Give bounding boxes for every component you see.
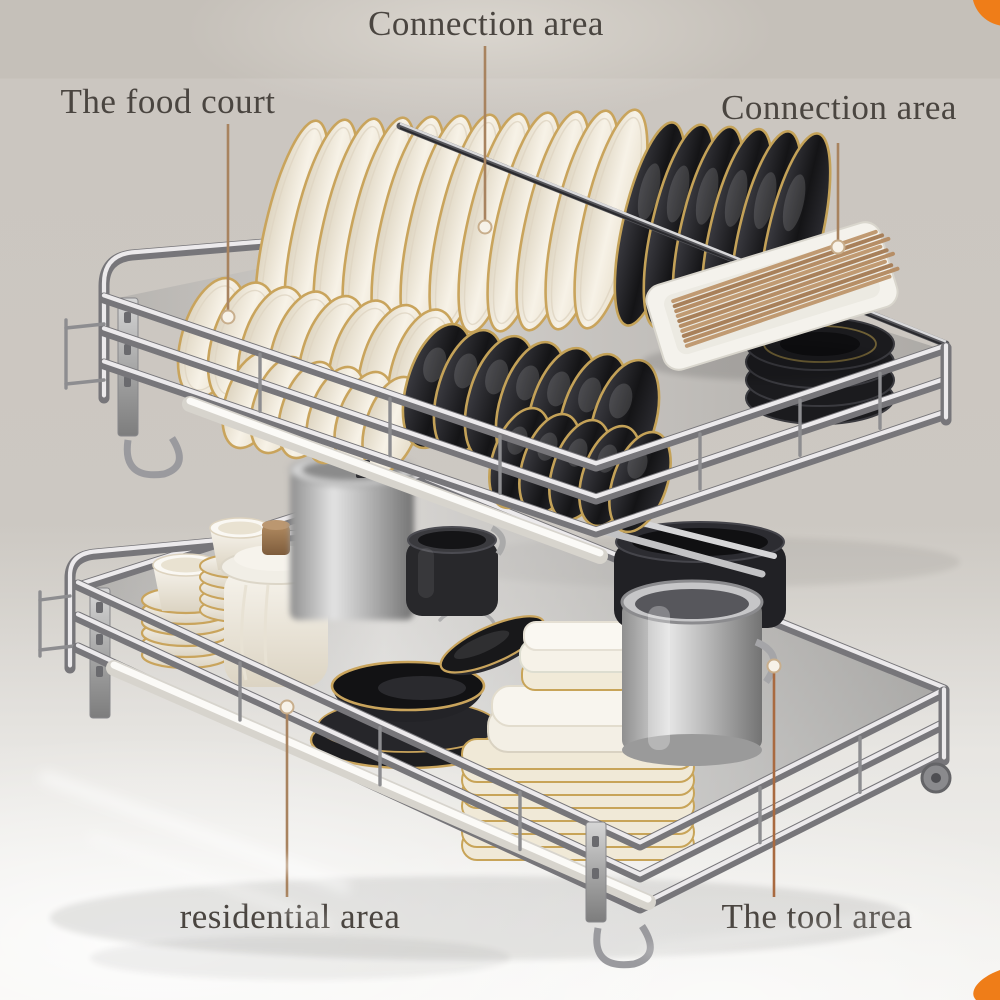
upper-handle-tube: [182, 396, 608, 564]
chopstick-tray: [645, 221, 900, 371]
chopstick: [672, 233, 885, 309]
chopstick: [684, 274, 892, 348]
label-tool-area: The tool area: [721, 897, 913, 936]
upper-front-rim: [98, 292, 952, 472]
black-pot-small: [406, 525, 506, 616]
leader-dot-connection-right: [830, 239, 846, 255]
lower-left-end-cap: [64, 528, 316, 674]
lower-front-rim: [72, 579, 950, 851]
orange-corner-accent-top-right: [972, 0, 1000, 26]
upper-front-rail-3: [98, 358, 952, 538]
lower-front-slide-bracket: [585, 821, 607, 923]
label-connection-area-top: Connection area: [368, 4, 604, 43]
lower-basket-front: [72, 579, 952, 969]
utensil-cylinder: [620, 579, 778, 766]
upper-tier-contents: [176, 108, 950, 534]
chopstick: [675, 244, 883, 319]
chopstick: [677, 248, 889, 324]
chopstick: [678, 251, 895, 328]
upper-basket-front: [98, 221, 952, 564]
leader-dot-tool: [766, 658, 782, 674]
orange-corner-accent-bottom-right: [973, 970, 1000, 1000]
label-residential-area: residential area: [179, 897, 401, 936]
label-connection-area-right: Connection area: [721, 88, 957, 127]
lower-front-rail-2: [72, 611, 950, 883]
chopstick: [681, 263, 894, 338]
leader-dot-connection-top: [477, 219, 493, 235]
chopstick: [680, 259, 887, 333]
upper-left-end-cap: [98, 230, 366, 404]
chopstick: [683, 266, 900, 343]
label-food-court: The food court: [60, 82, 276, 121]
leader-dot-residential: [279, 699, 295, 715]
tilted-black-bowl: [439, 615, 546, 676]
caster-wheel: [920, 762, 952, 794]
upper-front-rail-2: [98, 325, 952, 505]
leader-dot-food-court: [220, 309, 236, 325]
chopstick: [674, 236, 891, 314]
